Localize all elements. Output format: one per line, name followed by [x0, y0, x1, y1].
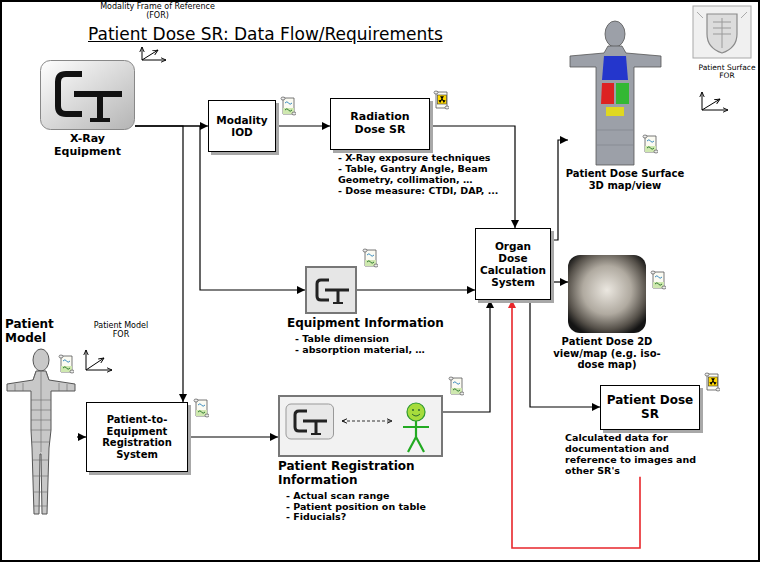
node-note: Calculated data for documentation and re… [565, 433, 715, 477]
node-note: - X-Ray exposure techniques [330, 153, 500, 164]
node-title: Modality IOD [213, 114, 271, 138]
node-title: Patient Dose Surface 3D map/view [560, 168, 690, 191]
box-outline: Modality IOD [208, 100, 276, 152]
flow-arrow [443, 300, 490, 412]
node-title: Patient Model [5, 318, 75, 346]
process-box: Organ Dose Calculation System [475, 228, 551, 300]
process-box: Patient-to- Equipment Registration Syste… [86, 402, 188, 472]
flow-arrow [276, 125, 330, 126]
picture-frame [568, 255, 646, 333]
node-title: Patient Registration Information [278, 460, 478, 488]
patient-figure-node: Patient Model [5, 318, 77, 518]
node-note: - Actual scan range [278, 491, 478, 502]
node-title: Patient-to- Equipment Registration Syste… [91, 414, 183, 460]
frame-label: Modality Frame of Reference (FOR) [95, 3, 220, 21]
flow-arrow [77, 436, 86, 437]
equipment-node: Equipment Information - Table dimension- … [287, 266, 467, 356]
picture-frame [5, 348, 77, 518]
equipment-node: X-Ray Equipment [40, 60, 135, 158]
flow-arrow [551, 281, 568, 282]
node-note: - Fiducials? [278, 512, 478, 523]
node-title: Patient Dose 2D view/map (e.g. iso-dose … [542, 336, 672, 371]
picture-frame [278, 395, 443, 457]
process-box: Patient Dose SR Calculated data for docum… [565, 385, 715, 477]
diagram-title: Patient Dose SR: Data Flow/Requirements [88, 24, 443, 44]
node-title: X-Ray Equipment [40, 133, 135, 158]
picture-frame [40, 60, 135, 130]
picture-frame [568, 20, 663, 165]
box-outline: Patient-to- Equipment Registration Syste… [86, 402, 188, 472]
box-outline: Patient Dose SR [600, 385, 700, 430]
box-outline: Organ Dose Calculation System [475, 228, 551, 300]
node-note: - absorption material, … [287, 345, 467, 356]
registration-node: Patient Registration Information - Actual… [278, 395, 478, 523]
node-note: - Dose measure: CTDI, DAP, ... [330, 186, 500, 197]
frame-label: Patient Surface FOR [697, 64, 757, 81]
flow-arrow [188, 436, 278, 437]
node-title: Patient Dose SR [605, 394, 695, 422]
node-note: - Table, Gantry Angle, Beam Geometry, co… [330, 164, 500, 186]
flow-arrow [551, 140, 568, 240]
flow-arrow [357, 289, 475, 290]
box-outline: Radiation Dose SR [330, 98, 430, 150]
node-title: Radiation Dose SR [335, 111, 425, 136]
process-box: Radiation Dose SR - X-Ray exposure techni… [330, 98, 500, 197]
picture-frame [305, 266, 357, 314]
node-title: Equipment Information [287, 317, 467, 331]
node-note: - Table dimension [287, 334, 467, 345]
process-box: Modality IOD [208, 100, 276, 152]
image-node: Patient Dose 2D view/map (e.g. iso-dose … [542, 255, 672, 371]
image-node: Patient Dose Surface 3D map/view [560, 20, 690, 191]
node-title: Organ Dose Calculation System [480, 240, 546, 288]
node-note: - Patient position on table [278, 502, 478, 513]
flow-arrow [135, 126, 183, 402]
frame-label: Patient Model FOR [90, 322, 152, 340]
